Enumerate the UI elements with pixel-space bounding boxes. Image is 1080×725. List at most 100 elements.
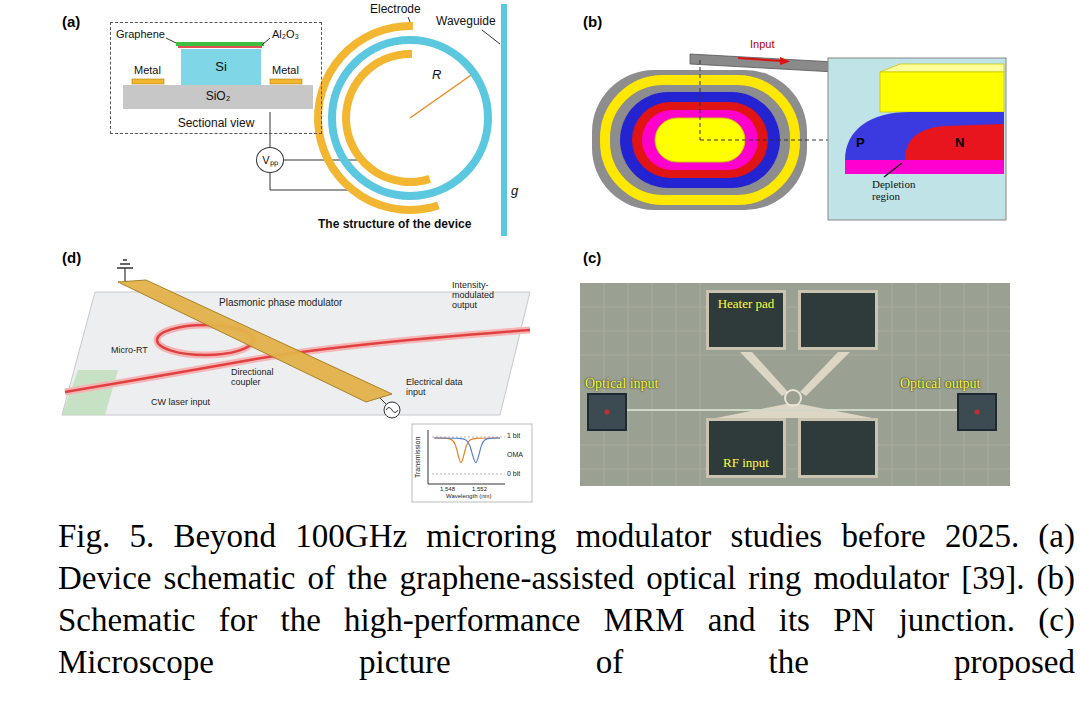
plasmonic-mrm-schematic-part — [432, 437, 505, 438]
part-label: Waveguide — [436, 15, 496, 28]
microscope-image — [580, 283, 1010, 486]
sectional-layers — [132, 38, 302, 84]
mrm-3d-schematic — [592, 54, 1006, 220]
plasmonic-mrm-schematic — [62, 260, 532, 502]
panel-letter: (a) — [62, 14, 80, 31]
sectional-layers-part — [270, 79, 302, 84]
microscope-image-part — [958, 394, 996, 430]
sectional-layers-part — [132, 79, 164, 84]
microscope-image-part-part — [580, 445, 1010, 446]
microscope-image-part — [800, 292, 877, 349]
dimension-label: g — [511, 184, 518, 198]
port-label: Electrical data input — [405, 378, 467, 398]
mrm-3d-schematic-part — [780, 57, 790, 65]
sectional-layers-part — [166, 38, 176, 43]
microring — [314, 22, 488, 214]
region-label: N — [955, 136, 964, 150]
microring-part — [332, 40, 488, 196]
plasmonic-mrm-schematic-part — [412, 424, 532, 502]
dimension-label: R — [432, 68, 441, 82]
voltage-source: Vₚₚ — [256, 147, 284, 173]
panel-letter: (d) — [62, 250, 81, 267]
ring-structure — [270, 4, 504, 236]
tick-label: 1,552 — [472, 486, 487, 493]
part-label: Plasmonic phase modulator — [218, 297, 343, 308]
plasmonic-mrm-schematic-part — [117, 267, 133, 269]
figure-caption: Fig. 5. Beyond 100GHz microring modulato… — [58, 515, 1075, 683]
ring-structure-part — [408, 17, 410, 22]
microscope-image-part — [975, 410, 980, 415]
mrm-3d-schematic-part — [845, 112, 1004, 160]
tick-label: 1,548 — [440, 486, 455, 493]
plasmonic-mrm-schematic-part — [380, 398, 386, 404]
sectional-layers-part — [176, 42, 264, 46]
part-label: Electrode — [370, 3, 421, 16]
si-core-block: Si — [181, 49, 261, 85]
node-text: Heater pad — [718, 297, 775, 311]
microscope-image-part-part — [580, 307, 1010, 308]
mrm-3d-schematic-part — [700, 140, 828, 141]
axis-label: Transmission — [414, 437, 422, 478]
microscope-image-part — [580, 283, 1010, 486]
node-text: Si — [215, 60, 227, 74]
plasmonic-mrm-schematic-part — [124, 268, 125, 281]
mrm-3d-schematic-part — [905, 124, 1004, 160]
rf-pad: RF input — [706, 418, 786, 478]
layer-label: Metal — [134, 64, 161, 76]
transmission-dips-part — [434, 438, 500, 463]
level-label: 0 bit — [507, 470, 520, 478]
layer-label: Al₂O₃ — [272, 28, 299, 40]
plasmonic-mrm-schematic-part — [428, 430, 429, 484]
microscope-image-part — [580, 283, 1010, 486]
node-text: SiO₂ — [206, 90, 231, 103]
region-label: Depletion region — [872, 178, 934, 202]
region-label: P — [856, 136, 865, 150]
plasmonic-mrm-schematic-part — [118, 280, 392, 402]
sectional-layers-part — [178, 46, 262, 48]
microscope-image-part — [588, 394, 626, 430]
sectional-layers-part — [262, 38, 270, 45]
sectional-view-box: Sectional view SiSiO₂ — [110, 22, 322, 134]
plasmonic-mrm-schematic-part — [432, 474, 505, 475]
microscope-image-part-part — [700, 283, 701, 486]
port-label: Optical input — [585, 376, 659, 391]
microscope-image-part-part — [580, 469, 1010, 470]
axis-label: Wavelength (nm) — [446, 493, 491, 500]
mrm-3d-schematic-part — [880, 72, 1004, 112]
microscope-image-part-part — [580, 355, 1010, 356]
microscope-image-part — [800, 420, 877, 477]
ring-structure-part — [482, 30, 500, 44]
microring-part — [342, 50, 431, 186]
node-text: Sectional view — [178, 117, 255, 130]
microscope-image-part-part — [676, 283, 677, 486]
plasmonic-mrm-schematic-part — [123, 259, 127, 261]
microscope-image-part — [626, 409, 958, 411]
layer-label: Graphene — [116, 28, 165, 40]
port-label: Input — [750, 38, 774, 50]
mrm-3d-schematic-part — [845, 160, 1004, 174]
plasmonic-mrm-schematic-part — [386, 408, 398, 413]
transmission-dips — [434, 438, 500, 463]
plasmonic-mrm-schematic-part — [428, 484, 505, 485]
microscope-image-part — [740, 352, 788, 396]
microscope-image-part-part — [988, 283, 989, 486]
port-label: Intensity-modulated output — [452, 281, 514, 311]
microscope-image-part — [800, 352, 850, 396]
plasmonic-mrm-schematic-part — [384, 402, 400, 418]
mrm-3d-schematic-part — [738, 58, 782, 61]
mrm-3d-schematic-part — [828, 58, 1006, 220]
level-label: 1 bit — [507, 432, 520, 440]
ring-structure-part — [270, 112, 271, 147]
microring-part — [314, 22, 440, 214]
heater-pad: Heater pad — [706, 290, 786, 350]
ring-structure-part — [501, 4, 507, 236]
mrm-3d-schematic-part — [700, 60, 701, 140]
transmission-dips-part — [434, 438, 500, 463]
microscope-image-part — [605, 410, 610, 415]
microscope-image-part — [785, 390, 801, 406]
port-label: Optical output — [900, 376, 981, 391]
port-label: CW laser input — [150, 398, 211, 408]
panel-letter: (b) — [583, 14, 602, 31]
sio2-substrate: SiO₂ — [123, 85, 313, 109]
